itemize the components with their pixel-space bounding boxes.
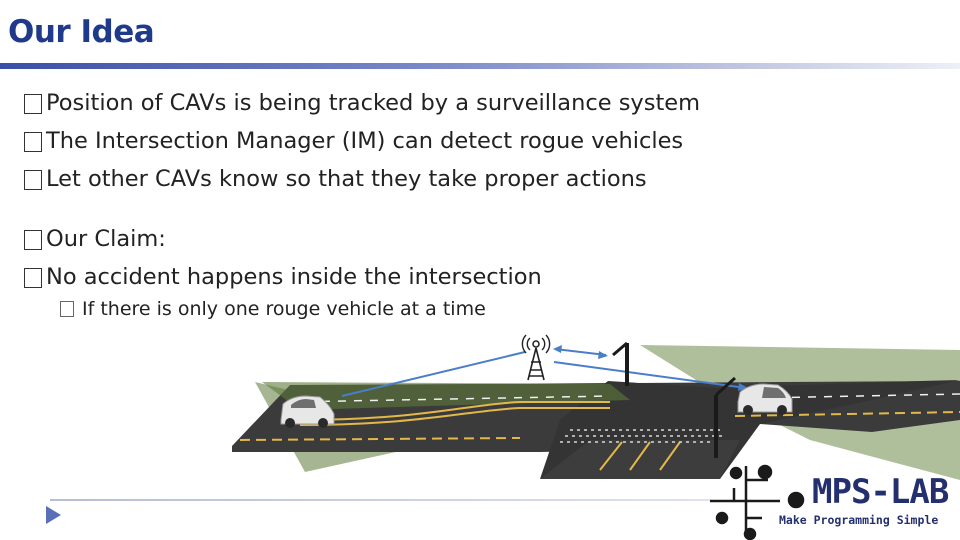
bullet-text: Position of CAVs is being tracked by a s… (46, 90, 701, 116)
logo-wordmark: MPS-LAB (812, 472, 949, 512)
square-box-icon (24, 268, 42, 288)
bullet-text: The Intersection Manager (IM) can detect… (46, 128, 684, 154)
cross-road-lower (540, 440, 740, 479)
bullet-item: Let other CAVs know so that they take pr… (24, 160, 700, 198)
intersection-illustration (232, 334, 960, 480)
bullet-item: Position of CAVs is being tracked by a s… (24, 84, 700, 122)
play-triangle-icon[interactable] (46, 506, 61, 524)
camera-pole-icon (714, 376, 737, 458)
square-box-icon (60, 301, 74, 317)
camera-pole-icon (612, 341, 629, 386)
logo-tagline: Make Programming Simple (779, 513, 939, 527)
crosswalk (560, 429, 724, 443)
square-box-icon (24, 94, 42, 114)
signal-link (341, 351, 526, 397)
radio-tower-icon (521, 334, 551, 381)
bullet-gap (24, 198, 700, 220)
lane-marking (299, 401, 610, 421)
bullet-text: Let other CAVs know so that they take pr… (46, 166, 647, 192)
footer-rule (50, 499, 710, 501)
signal-link-arrowhead (553, 345, 562, 353)
car-icon (280, 395, 335, 428)
signal-link-arrowhead (598, 351, 608, 359)
square-box-icon (24, 170, 42, 190)
lane-marking (289, 395, 611, 403)
surveillance-zone-road (262, 382, 630, 410)
bullet-item: Our Claim: (24, 220, 700, 258)
sub-bullet-item: If there is only one rouge vehicle at a … (60, 294, 700, 324)
signal-link-arrowhead (738, 383, 748, 391)
sub-bullet-text: If there is only one rouge vehicle at a … (82, 298, 486, 320)
square-box-icon (24, 132, 42, 152)
lane-marking (734, 411, 960, 417)
mps-lab-logo-graphic (710, 464, 805, 540)
square-box-icon (24, 230, 42, 250)
lane-marking (299, 407, 610, 426)
title-underline (0, 63, 960, 69)
slide-title: Our Idea (8, 14, 155, 50)
bullet-item: The Intersection Manager (IM) can detect… (24, 122, 700, 160)
lane-marking (599, 441, 681, 471)
signal-link (554, 348, 607, 356)
signal-link (553, 361, 747, 389)
bullet-text: No accident happens inside the intersect… (46, 264, 542, 290)
lane-marking (239, 437, 521, 441)
bullet-list: Position of CAVs is being tracked by a s… (24, 84, 700, 324)
car-icon (737, 383, 793, 415)
bullet-text: Our Claim: (46, 226, 166, 252)
bullet-item: No accident happens inside the intersect… (24, 258, 700, 296)
lane-marking (759, 393, 960, 399)
